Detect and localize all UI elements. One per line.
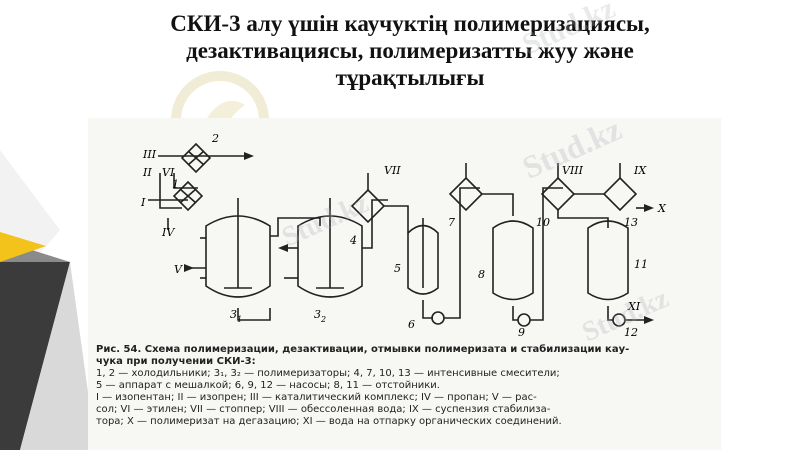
yellow-triangle bbox=[0, 232, 46, 262]
label-8: 8 bbox=[478, 268, 485, 281]
scanned-figure: III II VI I IV V 1 2 31 32 VII 4 5 6 7 8… bbox=[88, 118, 721, 450]
figure-caption: Рис. 54. Схема полимеризации, дезактивац… bbox=[96, 344, 716, 428]
label-9: 9 bbox=[518, 326, 525, 339]
title-line-2: дезактивациясы, полимеризатты жуу және bbox=[186, 38, 634, 63]
label-5: 5 bbox=[394, 262, 401, 275]
label-10: 10 bbox=[536, 216, 550, 229]
slide-title: СКИ-3 алу үшін каучуктің полимеризациясы… bbox=[100, 10, 720, 91]
label-1: 1 bbox=[172, 178, 179, 191]
caption-line-1: Рис. 54. Схема полимеризации, дезактивац… bbox=[96, 344, 630, 355]
label-I: I bbox=[140, 196, 146, 209]
label-2: 2 bbox=[211, 132, 219, 145]
dark-triangle bbox=[0, 262, 70, 450]
label-IV: IV bbox=[161, 226, 175, 239]
label-II: II bbox=[142, 166, 152, 179]
decorative-triangles bbox=[0, 150, 96, 450]
label-4: 4 bbox=[349, 234, 357, 247]
label-3-2: 32 bbox=[314, 308, 326, 324]
caption-line-3: 1, 2 — холодильники; 3₁, 3₂ — полимериза… bbox=[96, 368, 560, 379]
label-VII: VII bbox=[384, 164, 401, 177]
label-IX: IX bbox=[633, 164, 647, 177]
caption-line-7: тора; X — полимеризат на дегазацию; XI —… bbox=[96, 416, 562, 427]
caption-line-6: сол; VI — этилен; VII — стоппер; VIII — … bbox=[96, 404, 551, 415]
label-III: III bbox=[142, 148, 157, 161]
label-6: 6 bbox=[408, 318, 415, 331]
label-13: 13 bbox=[624, 216, 638, 229]
label-7: 7 bbox=[448, 216, 455, 229]
title-line-1: СКИ-3 алу үшін каучуктің полимеризациясы… bbox=[170, 11, 650, 36]
label-VI: VI bbox=[162, 166, 175, 179]
label-11: 11 bbox=[634, 258, 648, 271]
label-VIII: VIII bbox=[562, 164, 584, 177]
label-3-1: 31 bbox=[230, 308, 242, 324]
label-12: 12 bbox=[624, 326, 638, 339]
light-triangle bbox=[20, 262, 96, 450]
caption-line-2: чука при получении СКИ-3: bbox=[96, 356, 256, 367]
label-XI: XI bbox=[627, 300, 641, 313]
title-line-3: тұрақтылығы bbox=[335, 65, 485, 90]
caption-line-5: I — изопентан; II — изопрен; III — катал… bbox=[96, 392, 537, 403]
label-X: X bbox=[657, 202, 667, 215]
caption-line-4: 5 — аппарат с мешалкой; 6, 9, 12 — насос… bbox=[96, 380, 440, 391]
label-V: V bbox=[174, 263, 183, 276]
process-flow-diagram: III II VI I IV V 1 2 31 32 VII 4 5 6 7 8… bbox=[140, 132, 667, 339]
